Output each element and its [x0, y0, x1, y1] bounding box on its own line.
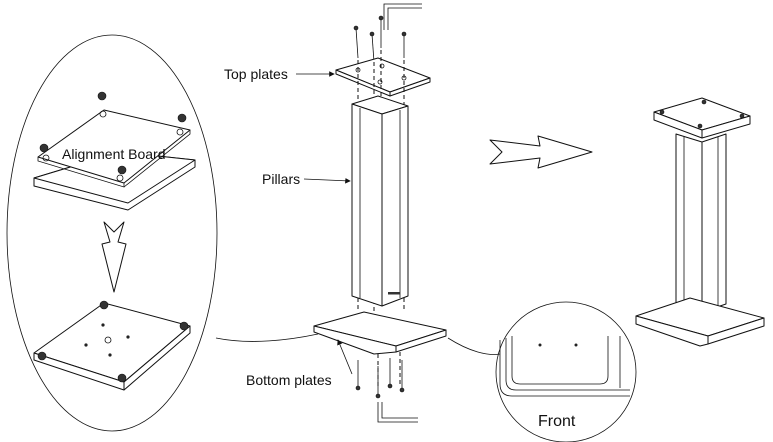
- right-arrow-icon: [490, 136, 592, 168]
- front-label: Front: [538, 413, 576, 430]
- top-plates-label: Top plates: [224, 66, 288, 82]
- pillar: [352, 96, 408, 306]
- top-screws: [354, 16, 406, 62]
- front-connector-line: [448, 338, 500, 354]
- bottom-plates-label: Bottom plates: [246, 372, 332, 388]
- detail-connector-line: [216, 334, 318, 341]
- down-arrow-icon: [102, 222, 126, 292]
- exploded-assembly-group: Top plates Pillars Bottom plates: [224, 4, 446, 422]
- bottom-screws: [356, 358, 404, 398]
- allen-key-top-icon: [384, 4, 422, 30]
- pillars-pointer: [304, 179, 350, 181]
- allen-key-bottom-icon: [378, 402, 418, 422]
- bottom-plate: [314, 312, 446, 354]
- pillars-label: Pillars: [262, 171, 300, 187]
- alignment-board-label: Alignment Board: [62, 146, 166, 162]
- assembled-stand: [636, 98, 764, 346]
- top-plate: [336, 58, 430, 96]
- front-detail-group: Front: [448, 302, 636, 442]
- bottom-plate-detail: [34, 301, 190, 390]
